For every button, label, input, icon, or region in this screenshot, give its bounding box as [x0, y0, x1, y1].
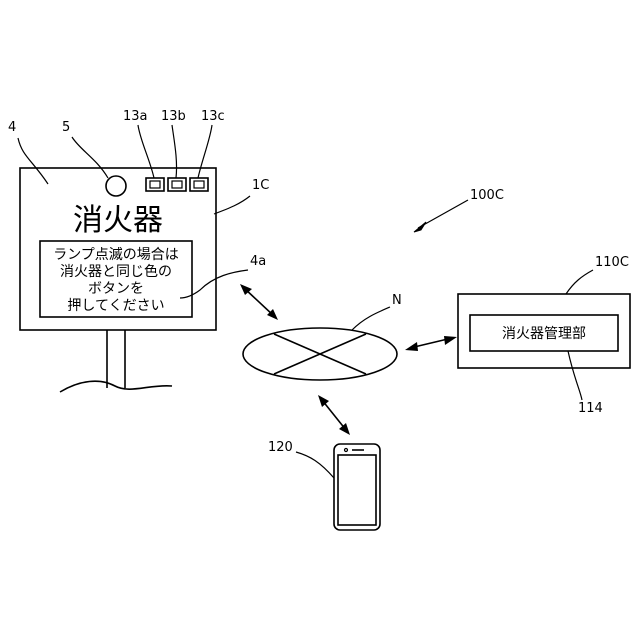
ground-line [60, 381, 172, 392]
message-line-1: ランプ点滅の場合は [53, 247, 179, 263]
leader-13b [172, 125, 177, 178]
leader-100C [418, 200, 468, 228]
leader-100C-arrowhead [414, 222, 426, 232]
button-13c [190, 178, 208, 191]
leader-13c [198, 125, 212, 178]
message-line-4: 押してください [67, 298, 164, 314]
arrow-sign-network [240, 284, 278, 320]
ref-label-13a: 13a [123, 109, 148, 124]
ref-label-120: 120 [268, 440, 293, 455]
manager-unit: 消火器管理部 [458, 294, 630, 368]
smartphone-icon [334, 444, 380, 530]
lamp-icon [106, 176, 126, 196]
ref-label-5: 5 [62, 120, 70, 135]
ref-label-4a: 4a [250, 254, 266, 269]
leader-1C [214, 196, 250, 214]
sign-title: 消火器 [73, 203, 163, 238]
ref-label-1C: 1C [252, 178, 269, 193]
leader-4 [18, 138, 48, 184]
leader-5 [72, 137, 108, 178]
ref-label-N: N [392, 293, 402, 308]
ref-label-114: 114 [578, 401, 603, 416]
leader-110C [566, 270, 593, 294]
network-node [243, 328, 397, 380]
ref-label-13c: 13c [201, 109, 225, 124]
manager-label: 消火器管理部 [502, 326, 586, 342]
button-13a [146, 178, 164, 191]
leader-120 [296, 452, 334, 478]
message-line-3: ボタンを [88, 281, 144, 297]
ref-label-4: 4 [8, 120, 16, 135]
ref-label-13b: 13b [161, 109, 186, 124]
leader-N [352, 307, 390, 330]
ref-label-110C: 110C [595, 255, 629, 270]
leader-114 [568, 351, 582, 400]
button-13b [168, 178, 186, 191]
leader-4a [180, 270, 248, 298]
leader-13a [138, 125, 154, 178]
arrow-network-terminal [318, 395, 350, 435]
message-line-2: 消火器と同じ色の [60, 263, 172, 280]
sign-unit: 消火器 ランプ点滅の場合は 消火器と同じ色の ボタンを 押してください [20, 168, 216, 392]
arrow-network-manager [405, 336, 457, 351]
ref-label-100C: 100C [470, 188, 504, 203]
